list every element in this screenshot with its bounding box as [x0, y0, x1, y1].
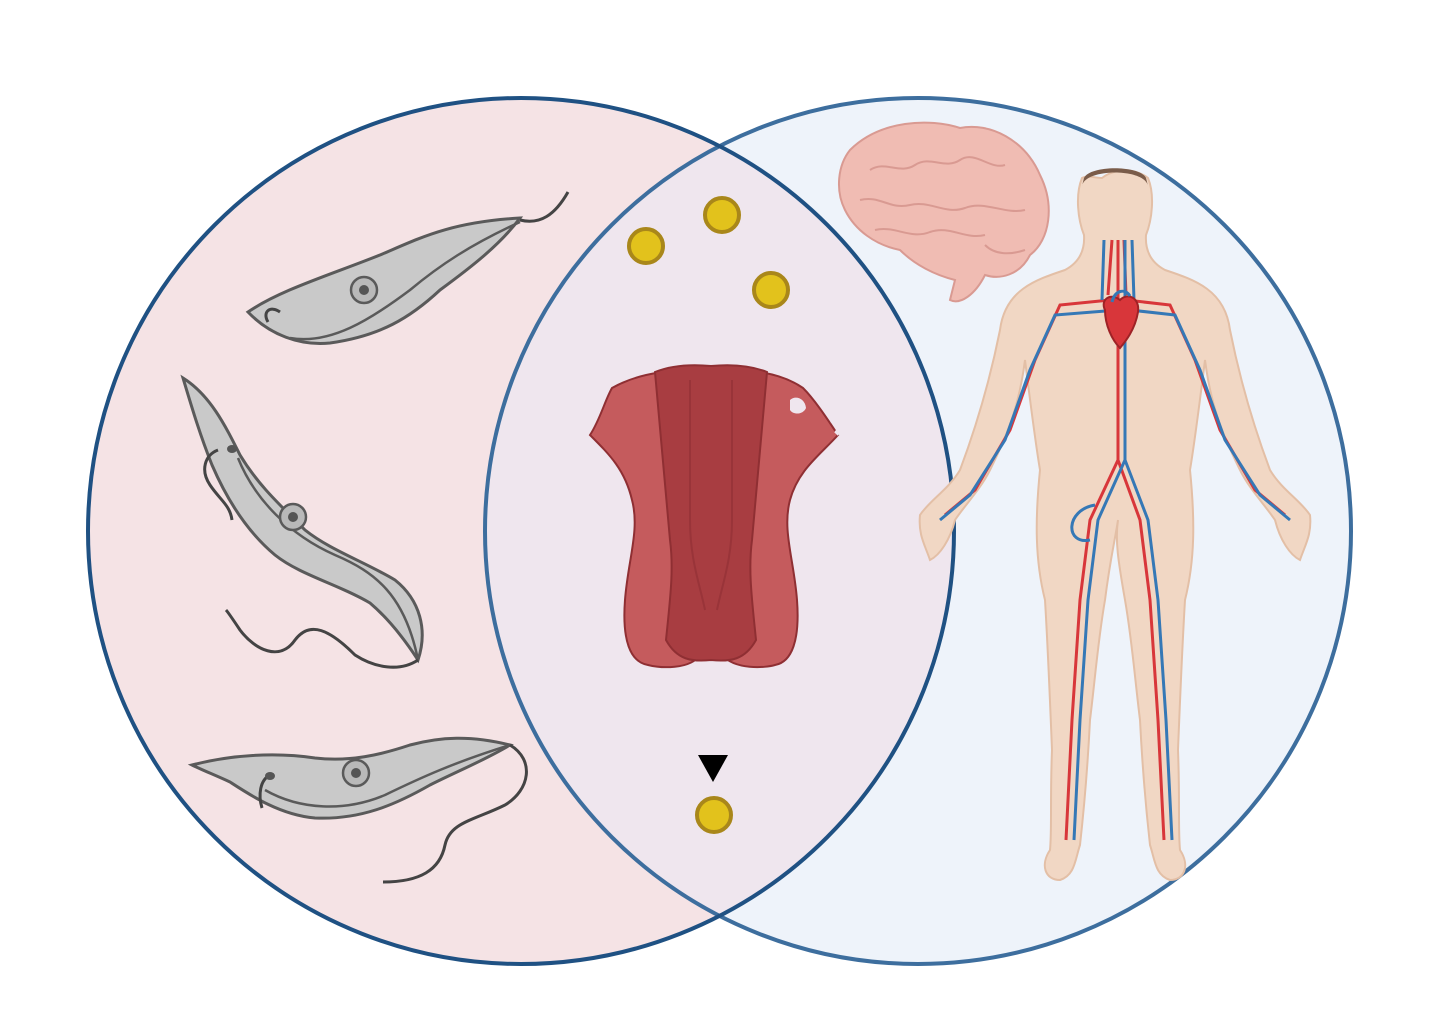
right-set-outline [483, 96, 1353, 966]
overlap-region [485, 98, 954, 964]
left-set-outline [86, 96, 956, 966]
molecule-below [695, 796, 733, 834]
trypanosome-icon [180, 374, 424, 669]
trypanosome-icon [245, 191, 570, 345]
molecule [752, 271, 790, 309]
trypanosome-icon [187, 736, 528, 884]
molecule [627, 227, 665, 265]
brain-icon [838, 121, 1050, 303]
transport-arrow-icon [698, 255, 728, 782]
molecule-group-above [627, 196, 790, 309]
molecule [703, 196, 741, 234]
human-circulatory-system-icon [918, 168, 1312, 882]
